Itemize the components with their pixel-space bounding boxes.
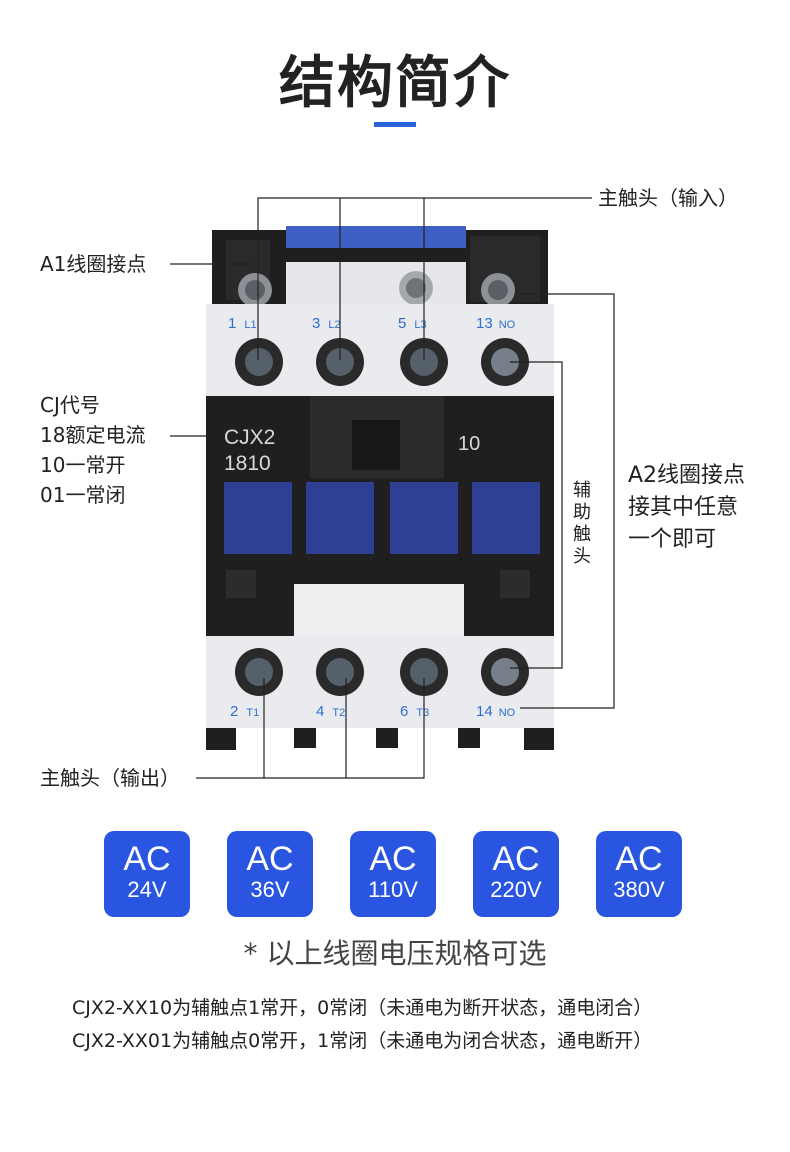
callout-a1-coil: A1线圈接点 [40,252,147,276]
upper-screws [235,338,529,386]
coil-rating-plate [286,226,466,248]
voltage-badge-110v: AC 110V [350,831,436,917]
voltage-options: AC 24V AC 36V AC 110V AC 220V AC 380V [104,831,686,917]
callout-a2-coil: A2线圈接点 接其中任意 一个即可 [628,460,745,556]
a2-line: 接其中任意 [628,495,739,520]
lower-screws [235,648,529,696]
a2-line: A2线圈接点 [628,463,746,488]
title-underline [374,122,416,127]
blue-block [224,482,292,554]
callout-main-output: 主触头（输出） [40,766,180,790]
voltage-badge-380v: AC 380V [596,831,682,917]
blue-block [306,482,374,554]
model-code-text: 1810 [224,452,271,475]
callout-aux-contact: 辅 助 触 头 [573,480,591,567]
cj-line: CJ代号 [40,393,100,417]
voltage-note: * 以上线圈电压规格可选 [243,937,547,970]
aux-contact-descriptions: CJX2-XX10为辅触点1常开，0常闭（未通电为断开状态，通电闭合） CJX2… [72,992,652,1058]
callout-cj-code: CJ代号 18额定电流 10一常开 01一常闭 [40,390,145,510]
cj-line: 10一常开 [40,453,126,477]
blue-block [472,482,540,554]
voltage-badge-220v: AC 220V [473,831,559,917]
model-text: CJX2 [224,426,275,449]
description-line: CJX2-XX01为辅触点0常开，1常闭（未通电为闭合状态，通电断开） [72,1030,653,1052]
cj-line: 01一常闭 [40,483,126,507]
blue-block [390,482,458,554]
page-title: 结构简介 [279,51,511,116]
cj-line: 18额定电流 [40,423,146,447]
armature-window [294,584,464,646]
callout-main-input: 主触头（输入） [598,186,738,210]
voltage-badge-36v: AC 36V [227,831,313,917]
description-line: CJX2-XX10为辅触点1常开，0常闭（未通电为断开状态，通电闭合） [72,997,653,1019]
aux-code-text: 10 [458,433,480,455]
voltage-badge-24v: AC 24V [104,831,190,917]
a2-line: 一个即可 [628,527,717,552]
